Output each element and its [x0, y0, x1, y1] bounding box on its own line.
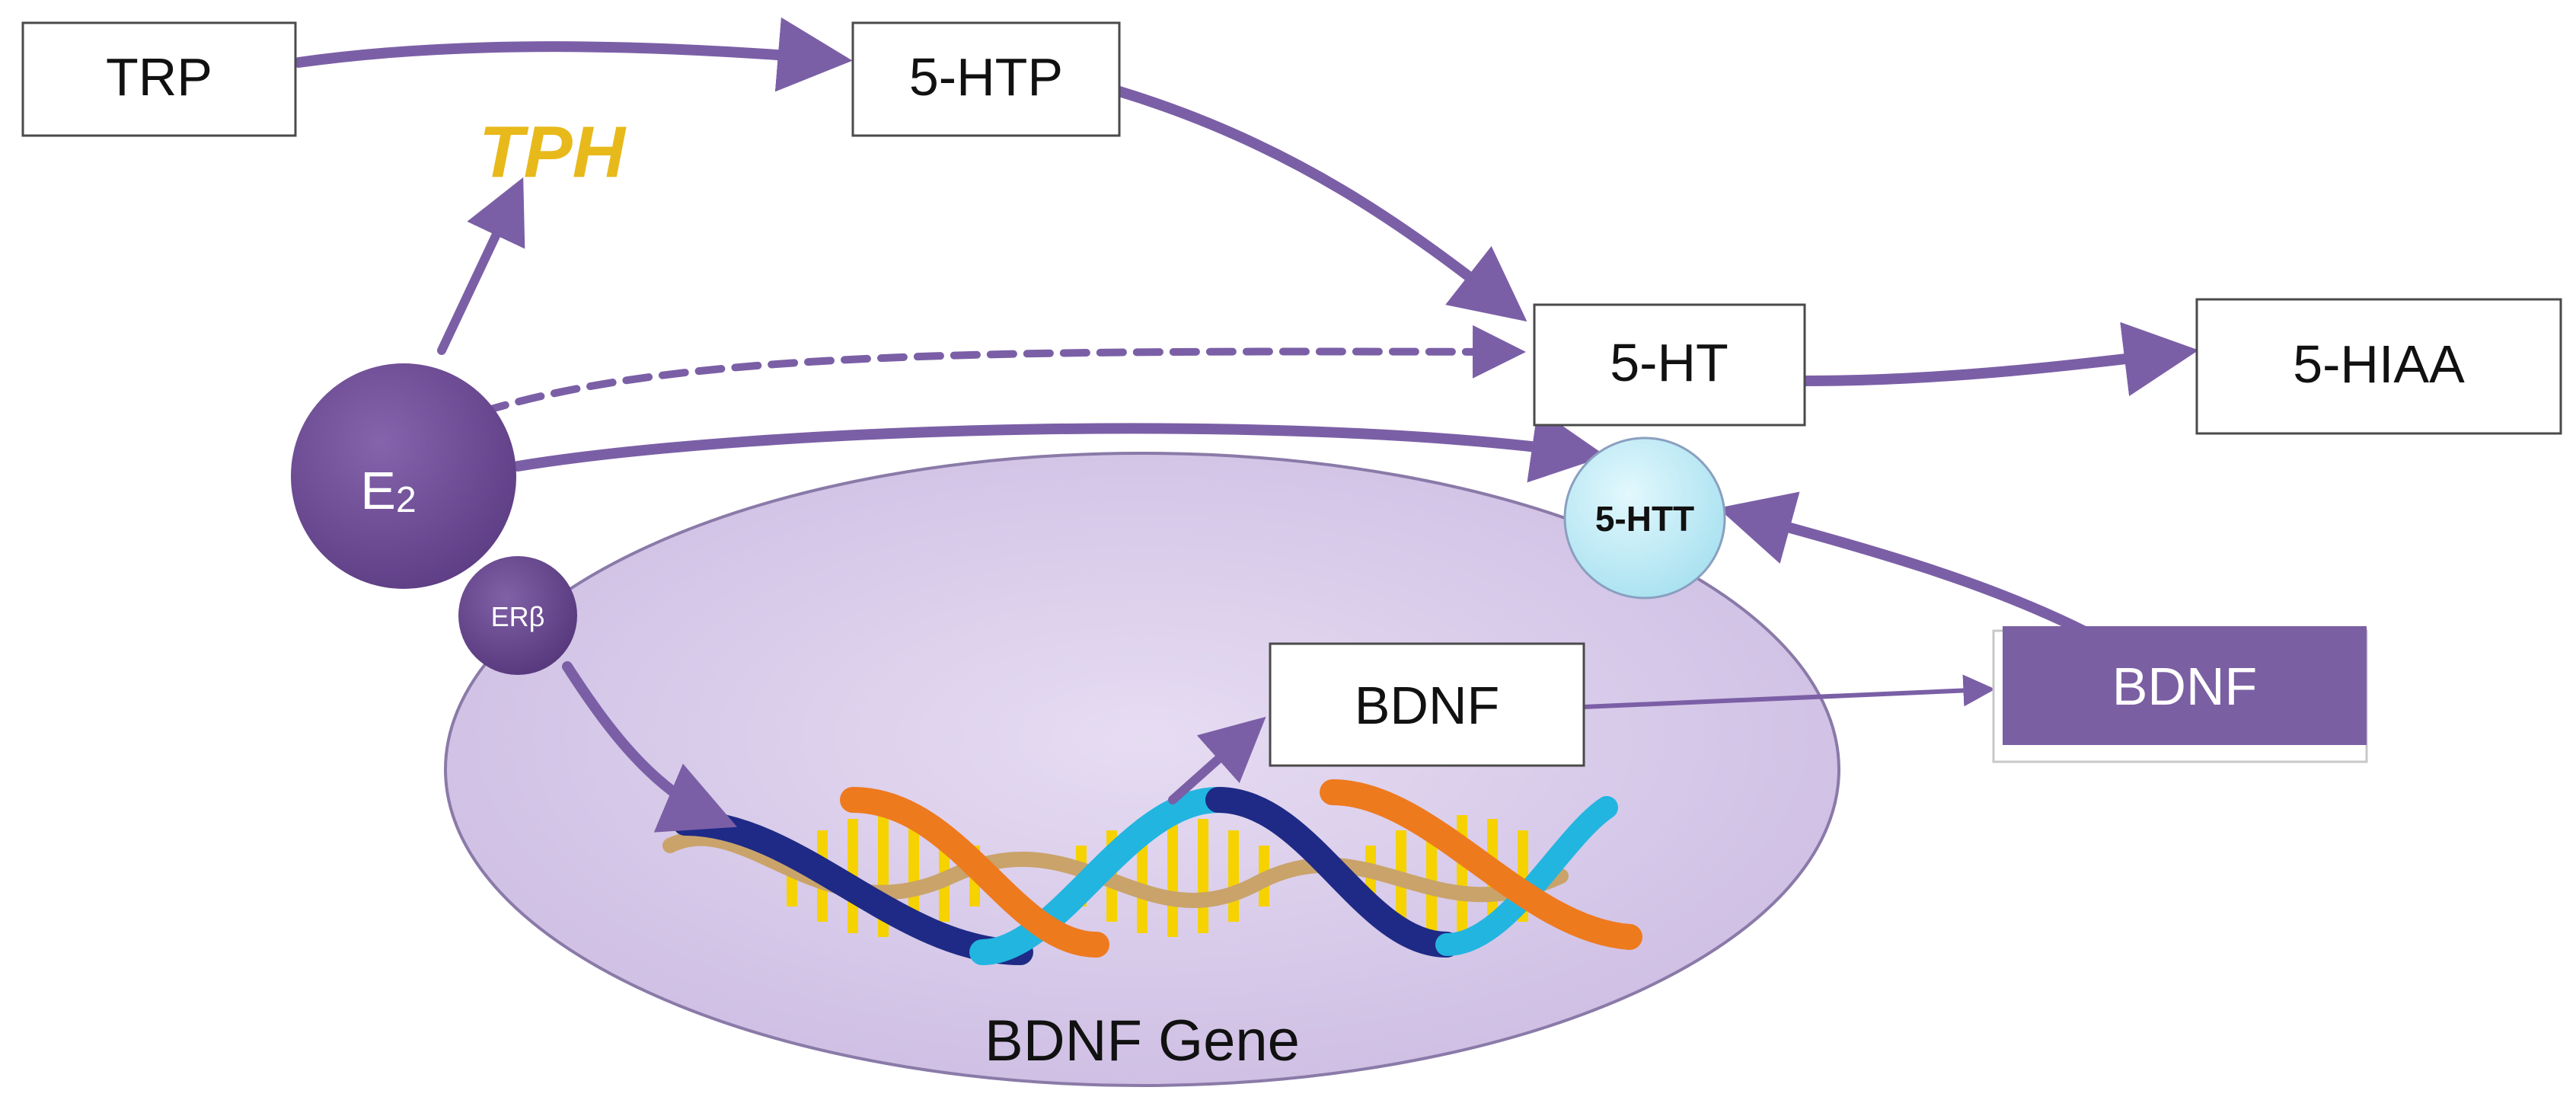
5htt-label: 5-HTT	[1595, 499, 1694, 539]
arrow-e2-to-5htt	[512, 408, 1607, 483]
arrow-5ht-to-5hiaa	[1799, 321, 2199, 397]
node-5htp: 5-HTP	[851, 21, 1121, 137]
er-beta-label: ERβ	[491, 601, 545, 632]
arrow-trp-to-5htp	[293, 17, 853, 92]
bdnf-inner-box	[1269, 642, 1585, 767]
5hiaa-box	[2195, 298, 2562, 435]
er-beta-circle	[458, 556, 577, 675]
5ht-label: 5-HT	[1610, 333, 1729, 392]
trp-label: TRP	[106, 47, 212, 107]
arrow-bdnf-inner-to-bdnf-outer	[1582, 674, 1996, 709]
tph-label: TPH	[479, 111, 627, 193]
5htt-circle	[1563, 436, 1726, 600]
node-bdnf-inner: BDNF	[1269, 642, 1585, 767]
trp-box	[21, 21, 297, 137]
node-e2: E2	[291, 363, 516, 589]
dna-tan-strand	[662, 830, 1569, 908]
e2-subscript: 2	[396, 480, 417, 520]
e2-label: E2	[360, 461, 416, 520]
5hiaa-label: 5-HIAA	[2293, 334, 2465, 394]
bdnf-inner-label: BDNF	[1355, 676, 1500, 735]
arrow-e2-to-5ht-dashed	[480, 325, 1526, 415]
e2-main: E	[360, 461, 396, 520]
node-bdnf-outer: BDNF	[1992, 626, 2368, 763]
dna-helix	[662, 779, 1642, 965]
bdnf-outer-box	[2003, 626, 2367, 745]
arrow-dna-to-bdnf-inner	[1168, 716, 1266, 804]
arrow-bdnf-outer-to-5htt	[1718, 491, 2092, 638]
5htp-label: 5-HTP	[909, 47, 1063, 107]
5ht-box	[1533, 303, 1806, 427]
dna-cyan-strand	[969, 787, 1231, 965]
arrow-5htp-to-5ht	[1114, 86, 1527, 322]
bdnf-outer-label: BDNF	[2112, 657, 2258, 716]
arrow-e2-to-tph	[437, 177, 525, 355]
dna-orange-strand	[840, 787, 1109, 958]
5htp-box	[851, 21, 1121, 137]
arrows	[293, 17, 2199, 833]
node-5hiaa: 5-HIAA	[2195, 298, 2562, 435]
bdnf-gene-label: BDNF Gene	[985, 1009, 1300, 1073]
dna-dark-blue-strand-2	[1205, 787, 1460, 958]
node-er-beta: ERβ	[458, 556, 577, 675]
e2-circle	[291, 363, 516, 589]
node-5htt: 5-HTT	[1563, 436, 1726, 600]
node-trp: TRP	[21, 21, 297, 137]
dna-orange-strand-2	[1320, 779, 1642, 950]
arrow-erbeta-to-dna	[562, 661, 738, 833]
node-5ht: 5-HT	[1533, 303, 1806, 427]
